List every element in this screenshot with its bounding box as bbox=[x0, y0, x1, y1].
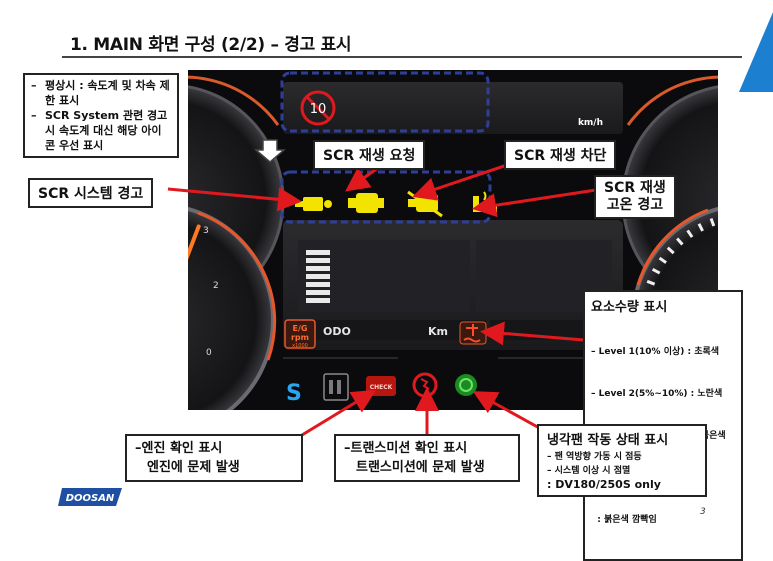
svg-text:DOOSAN: DOOSAN bbox=[66, 493, 115, 504]
engine-check-note: –엔진 확인 표시 엔진에 문제 발생 bbox=[125, 434, 303, 482]
corner-accent-shape bbox=[739, 12, 773, 92]
scr-regen-request-icon bbox=[348, 193, 384, 213]
arrow-scr-regen-block bbox=[412, 160, 517, 201]
s-mode-icon: S bbox=[286, 381, 302, 406]
svg-text:x1000: x1000 bbox=[292, 343, 308, 349]
svg-text:3: 3 bbox=[203, 226, 209, 236]
speed-limit-icon: 10 bbox=[300, 90, 336, 126]
speed-tick bbox=[686, 229, 694, 238]
speed-limit-value: 10 bbox=[310, 102, 327, 117]
cooling-fan-icon bbox=[455, 374, 477, 396]
speed-display-panel bbox=[283, 82, 623, 134]
speed-tick bbox=[697, 223, 704, 232]
svg-text:2: 2 bbox=[213, 281, 219, 291]
speed-tick bbox=[658, 256, 667, 264]
urea-level-bars bbox=[306, 250, 330, 303]
km-label: Km bbox=[428, 325, 448, 338]
svg-text:rpm: rpm bbox=[291, 333, 309, 342]
svg-text:0: 0 bbox=[206, 348, 212, 358]
page-title: 1. MAIN 화면 구성 (2/2) – 경고 표시 bbox=[70, 35, 352, 55]
speed-tick bbox=[646, 279, 656, 286]
label-scr-regen-request: SCR 재생 요청 bbox=[313, 140, 426, 170]
overlay-annotations bbox=[167, 71, 597, 437]
speed-tick bbox=[651, 267, 661, 275]
arrow-cooling-fan bbox=[472, 391, 544, 432]
speed-tick bbox=[666, 246, 675, 255]
eg-rpm-badge: E/G rpm x1000 bbox=[284, 319, 316, 349]
transmission-check-note: –트랜스미션 확인 표시 트랜스미션에 문제 발생 bbox=[334, 434, 520, 482]
label-scr-regen-block: SCR 재생 차단 bbox=[504, 140, 617, 170]
doosan-logo: DOOSAN bbox=[58, 488, 122, 506]
label-scr-system: SCR 시스템 경고 bbox=[28, 178, 154, 208]
speed-unit: km/h bbox=[578, 118, 603, 128]
down-arrow-icon bbox=[253, 139, 287, 163]
page-number: 3 bbox=[700, 507, 706, 517]
label-scr-high-temp: SCR 재생 고온 경고 bbox=[594, 175, 676, 219]
arrow-urea bbox=[480, 321, 585, 346]
urea-title: 요소수량 표시 bbox=[591, 300, 668, 315]
speed-highlight-box bbox=[280, 71, 490, 133]
odo-label: ODO bbox=[323, 325, 351, 338]
speed-tick bbox=[709, 218, 716, 227]
speed-tick bbox=[676, 237, 684, 246]
cooling-fan-note: 냉각팬 작동 상태 표시 – 팬 역방향 가동 시 점등 – 시스템 이상 시 … bbox=[537, 424, 707, 497]
gear-selector-icon bbox=[323, 373, 349, 401]
title-underline bbox=[62, 56, 742, 58]
arrow-scr-high-temp bbox=[472, 188, 597, 218]
scr-highlight-box bbox=[280, 170, 492, 224]
left-note-box: –평상시 : 속도계 및 차속 제한 표시 –SCR System 관련 경고시… bbox=[23, 73, 179, 158]
svg-text:E/G: E/G bbox=[293, 324, 308, 333]
tachometer-gauge: 3 2 0 bbox=[188, 206, 277, 410]
arrow-scr-system bbox=[167, 187, 302, 212]
svg-text:CHECK: CHECK bbox=[370, 384, 393, 391]
arrow-engine-check bbox=[301, 389, 377, 437]
